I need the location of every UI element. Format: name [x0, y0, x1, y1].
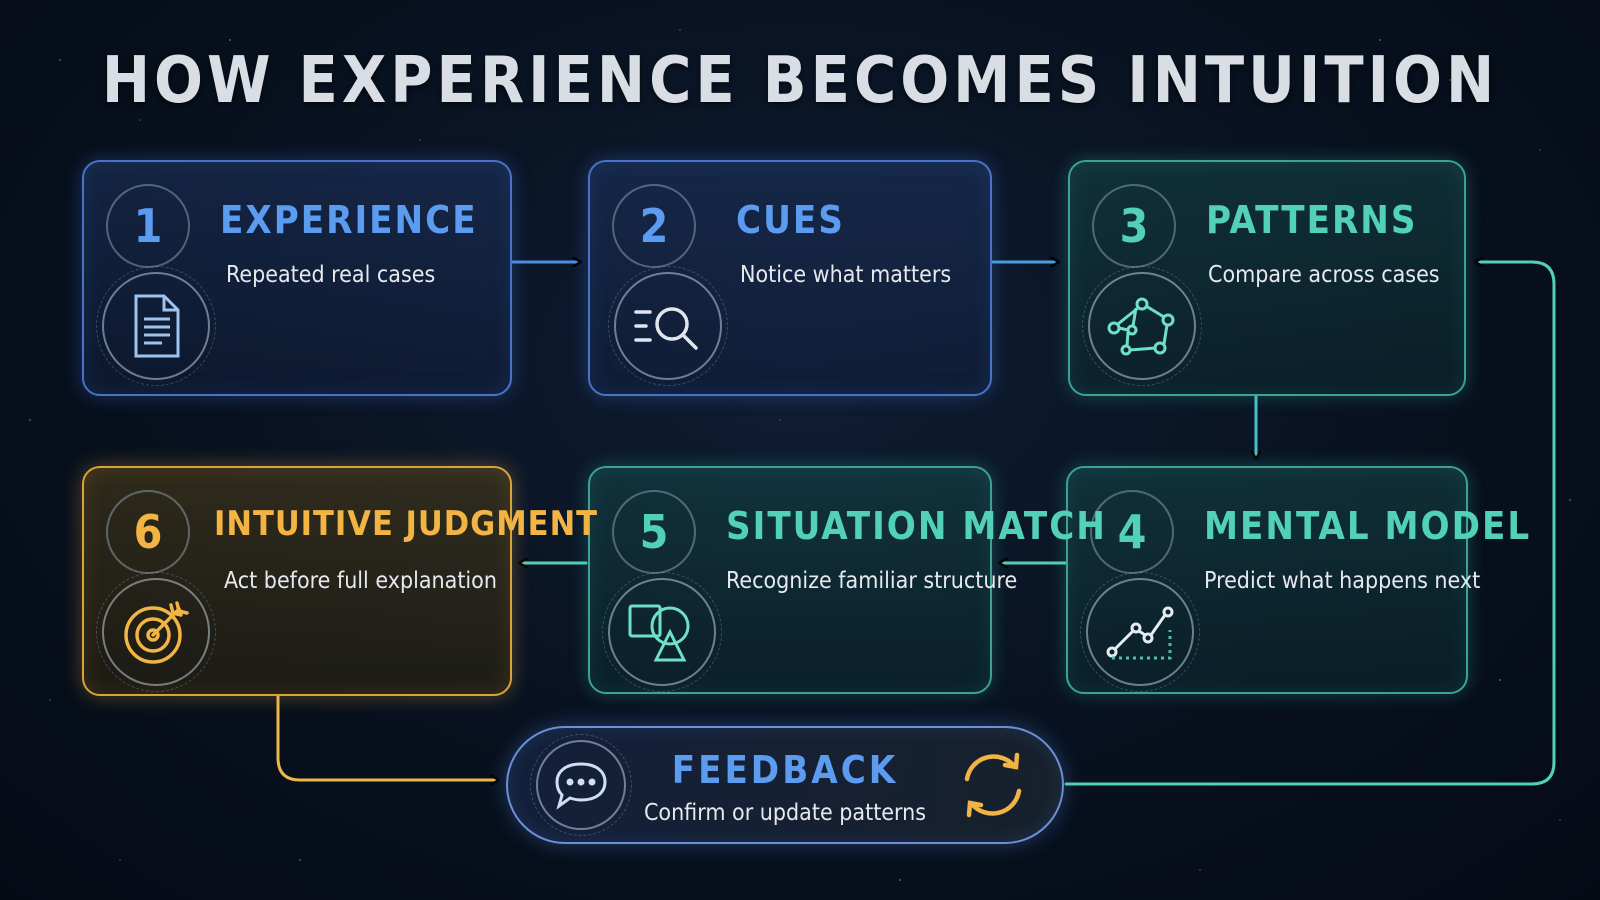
step-subtitle: Act before full explanation	[224, 568, 497, 594]
shapes-icon	[602, 572, 722, 692]
step-number: 5	[612, 490, 696, 574]
step-subtitle: Recognize familiar structure	[726, 568, 1018, 594]
network-nodes-icon	[1082, 266, 1202, 386]
arrow-6-to-feedback	[276, 694, 498, 780]
step-number: 2	[612, 184, 696, 268]
step-title: SITUATION MATCH	[726, 504, 1107, 548]
step-number: 4	[1090, 490, 1174, 574]
step-card-patterns: 3 PATTERNS Compare across cases	[1068, 160, 1466, 396]
document-icon	[96, 266, 216, 386]
step-title: MENTAL MODEL	[1204, 504, 1532, 548]
step-title: EXPERIENCE	[220, 198, 478, 242]
step-number: 1	[106, 184, 190, 268]
arrow-feedback-to-3	[1064, 262, 1556, 786]
trend-line-icon	[1080, 572, 1200, 692]
feedback-title: FEEDBACK	[671, 748, 899, 792]
step-card-experience: 1 EXPERIENCE Repeated real cases	[82, 160, 512, 396]
target-icon	[96, 572, 216, 692]
search-list-icon	[608, 266, 728, 386]
page-title: HOW EXPERIENCE BECOMES INTUITION	[101, 44, 1499, 118]
step-title: PATTERNS	[1206, 198, 1418, 242]
refresh-cycle-icon	[948, 740, 1038, 830]
chat-bubble-icon	[530, 734, 632, 836]
step-title: CUES	[736, 198, 845, 242]
feedback-subtitle: Confirm or update patterns	[643, 800, 927, 826]
step-card-situation-match: 5 SITUATION MATCH Recognize familiar str…	[588, 466, 1105, 694]
step-subtitle: Repeated real cases	[226, 262, 436, 288]
step-number: 3	[1092, 184, 1176, 268]
step-card-intuitive-judgment: 6 INTUITIVE JUDGMENT Act before full exp…	[82, 466, 597, 696]
feedback-loop-box: FEEDBACK Confirm or update patterns	[506, 726, 1064, 844]
step-number: 6	[106, 490, 190, 574]
step-subtitle: Notice what matters	[740, 262, 952, 288]
step-subtitle: Compare across cases	[1208, 262, 1440, 288]
step-subtitle: Predict what happens next	[1204, 568, 1481, 594]
step-title: INTUITIVE JUDGMENT	[214, 504, 599, 544]
step-card-cues: 2 CUES Notice what matters	[588, 160, 992, 396]
step-card-mental-model: 4 MENTAL MODEL Predict what happens next	[1066, 466, 1529, 694]
